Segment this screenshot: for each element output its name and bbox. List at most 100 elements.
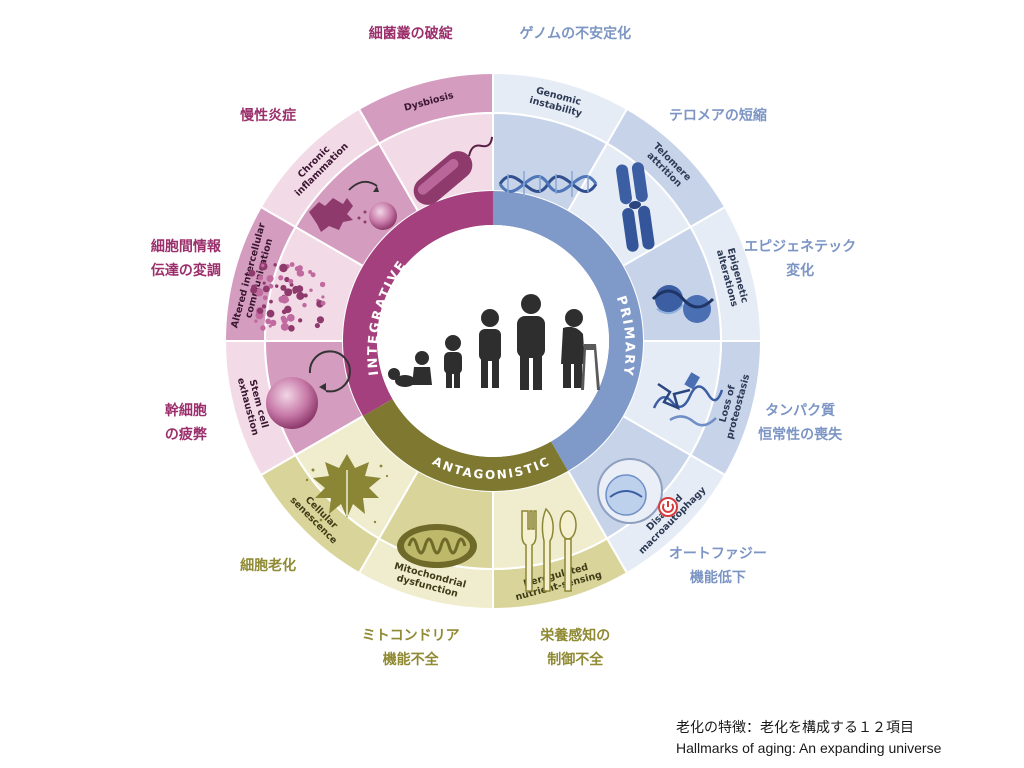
- sector-icon-band-dysbiosis: [377, 111, 494, 213]
- network-dot: [288, 325, 295, 332]
- network-dot: [257, 275, 264, 281]
- hallmark-jp-line: 細胞間情報: [150, 238, 221, 255]
- network-dot: [255, 288, 264, 297]
- network-dot: [279, 263, 288, 273]
- network-dot: [280, 322, 289, 331]
- category-ring-antagonistic: [363, 399, 568, 491]
- network-dot: [248, 269, 256, 277]
- hallmark-jp-line: 制御不全: [547, 652, 604, 669]
- network-dot: [288, 278, 294, 284]
- network-dot: [284, 288, 293, 297]
- network-dot: [303, 293, 308, 298]
- cutlery-icon: [521, 507, 577, 592]
- network-dot: [296, 291, 305, 300]
- network-dot: [314, 322, 320, 329]
- dot-network-icon: [248, 262, 326, 332]
- hallmark-jp-line: の疲弊: [164, 427, 207, 444]
- network-dot: [295, 285, 304, 293]
- human-life-stages-icon: [388, 294, 600, 390]
- network-dot: [260, 325, 266, 331]
- network-dot: [268, 283, 274, 289]
- hallmark-jp-label-epigenetic: エピジェネテック変化: [744, 235, 856, 283]
- network-dot: [262, 285, 270, 293]
- network-dot: [262, 295, 268, 301]
- network-dot: [257, 307, 264, 314]
- network-dot: [320, 300, 326, 306]
- hallmark-jp-line: 幹細胞: [164, 403, 207, 420]
- network-dot: [265, 318, 271, 325]
- network-dot: [269, 299, 273, 304]
- hallmark-jp-line: タンパク質: [765, 403, 836, 420]
- adult-silhouette: [517, 294, 545, 390]
- hallmark-jp-line: 機能低下: [689, 569, 746, 586]
- hallmark-jp-line: 機能不全: [382, 652, 439, 669]
- dna-helix-icon: [498, 171, 598, 197]
- autophagosome-power-icon: [597, 458, 678, 524]
- network-dot: [284, 276, 290, 283]
- network-dot: [280, 295, 289, 304]
- network-dot: [310, 272, 316, 278]
- chromosome-icon: [616, 162, 655, 252]
- network-dot: [298, 318, 303, 323]
- withered-leaf-icon: [305, 454, 389, 524]
- caption-japanese: 老化の特徴：老化を構成する１２項目: [676, 720, 914, 736]
- network-dot: [266, 275, 274, 283]
- network-dot: [270, 319, 277, 327]
- hallmark-jp-line: 栄養感知の: [540, 628, 611, 645]
- bacterium-icon: [413, 136, 494, 205]
- stem-cell-icon: [266, 350, 351, 429]
- hallmark-jp-line: 細胞老化: [240, 557, 297, 574]
- caption-english: Hallmarks of aging: An expanding univers…: [676, 740, 942, 756]
- nucleosome-icon: [651, 285, 715, 323]
- network-dot: [261, 263, 265, 268]
- hallmark-jp-line: 変化: [786, 262, 815, 279]
- teen-silhouette: [479, 309, 501, 388]
- network-dot: [302, 302, 307, 308]
- hallmark-jp-label-stemcell: 幹細胞の疲弊: [165, 399, 207, 447]
- baby-silhouette: [388, 368, 415, 387]
- hallmark-jp-line: エピジェネテック: [744, 238, 857, 255]
- hallmark-jp-line: テロメアの短縮: [668, 108, 767, 125]
- hallmark-jp-label-mitochondria: ミトコンドリア機能不全: [362, 624, 460, 672]
- network-dot: [273, 263, 277, 267]
- network-dot: [266, 309, 275, 318]
- hallmark-jp-line: ゲノムの不安定化: [519, 25, 632, 42]
- network-dot: [292, 290, 297, 294]
- immune-cell-icon: [309, 180, 397, 232]
- protein-structure-icon: [652, 372, 724, 427]
- category-ring: [343, 191, 643, 491]
- network-dot: [309, 288, 313, 292]
- hallmark-jp-label-telomere: テロメアの短縮: [669, 104, 767, 128]
- hallmark-jp-label-senescence: 細胞老化: [240, 554, 296, 578]
- hallmark-jp-line: オートファジー: [668, 545, 767, 562]
- network-dot: [268, 324, 272, 328]
- hallmark-jp-label-genomic: ゲノムの不安定化: [520, 22, 632, 46]
- mitochondrion-icon: [397, 524, 477, 568]
- elderly-silhouette: [561, 309, 600, 390]
- hallmark-jp-line: 細菌叢の破綻: [368, 25, 453, 42]
- network-dot: [280, 284, 287, 291]
- network-dot: [321, 295, 325, 299]
- network-dot: [261, 304, 267, 309]
- network-dot: [316, 316, 325, 324]
- hallmark-jp-line: 伝達の変調: [150, 262, 221, 279]
- hallmark-jp-line: 慢性炎症: [240, 108, 297, 125]
- hallmark-jp-label-dysbiosis: 細菌叢の破綻: [369, 22, 453, 46]
- child-silhouette: [444, 335, 462, 388]
- category-ring-primary: [493, 191, 643, 471]
- network-dot: [275, 284, 279, 288]
- network-dot: [294, 266, 301, 272]
- network-dot: [319, 281, 326, 288]
- network-dot: [281, 317, 288, 324]
- toddler-silhouette: [412, 351, 432, 385]
- network-dot: [251, 284, 257, 291]
- hallmark-jp-label-proteostasis: タンパク質恒常性の喪失: [758, 399, 842, 447]
- network-dot: [308, 270, 313, 274]
- hallmark-jp-line: ミトコンドリア: [361, 628, 460, 645]
- network-dot: [278, 275, 284, 281]
- network-dot: [296, 269, 304, 277]
- hallmark-jp-label-communication: 細胞間情報伝達の変調: [151, 235, 221, 283]
- hallmark-jp-label-autophagy: オートファジー機能低下: [669, 542, 767, 590]
- hallmark-jp-label-nutrient: 栄養感知の制御不全: [540, 624, 610, 672]
